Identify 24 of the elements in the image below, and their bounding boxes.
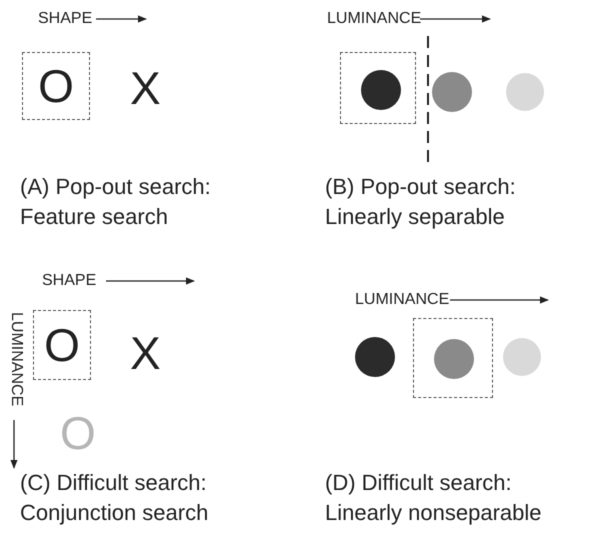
panel-caption: (C) Difficult search: Conjunction search <box>20 469 210 527</box>
circle <box>506 73 544 111</box>
axis-label: SHAPE <box>38 11 92 27</box>
panel-caption: (D) Difficult search: Linearly nonseparable <box>325 469 542 527</box>
circle <box>355 337 395 377</box>
stimulus-letter: X <box>130 65 161 111</box>
target-letter: O <box>38 63 74 109</box>
axis-label: LUMINANCE <box>327 11 422 27</box>
target-frame <box>33 310 91 380</box>
circle <box>361 70 401 110</box>
panel-caption: (B) Pop-out search: Linearly separable <box>325 173 517 231</box>
target-frame <box>22 52 90 120</box>
circle <box>432 72 472 112</box>
panel-caption: (A) Pop-out search: Feature search <box>20 173 212 231</box>
axis-label: LUMINANCE <box>8 312 24 406</box>
stimulus-letter: X <box>130 330 161 376</box>
target-frame <box>340 52 416 124</box>
target-frame <box>413 318 493 398</box>
target-letter: O <box>44 322 80 368</box>
axis-label: SHAPE <box>42 273 96 289</box>
stimulus-letter: O <box>60 410 96 456</box>
circle <box>503 338 541 376</box>
circle <box>434 339 474 379</box>
axis-label: LUMINANCE <box>355 292 450 308</box>
